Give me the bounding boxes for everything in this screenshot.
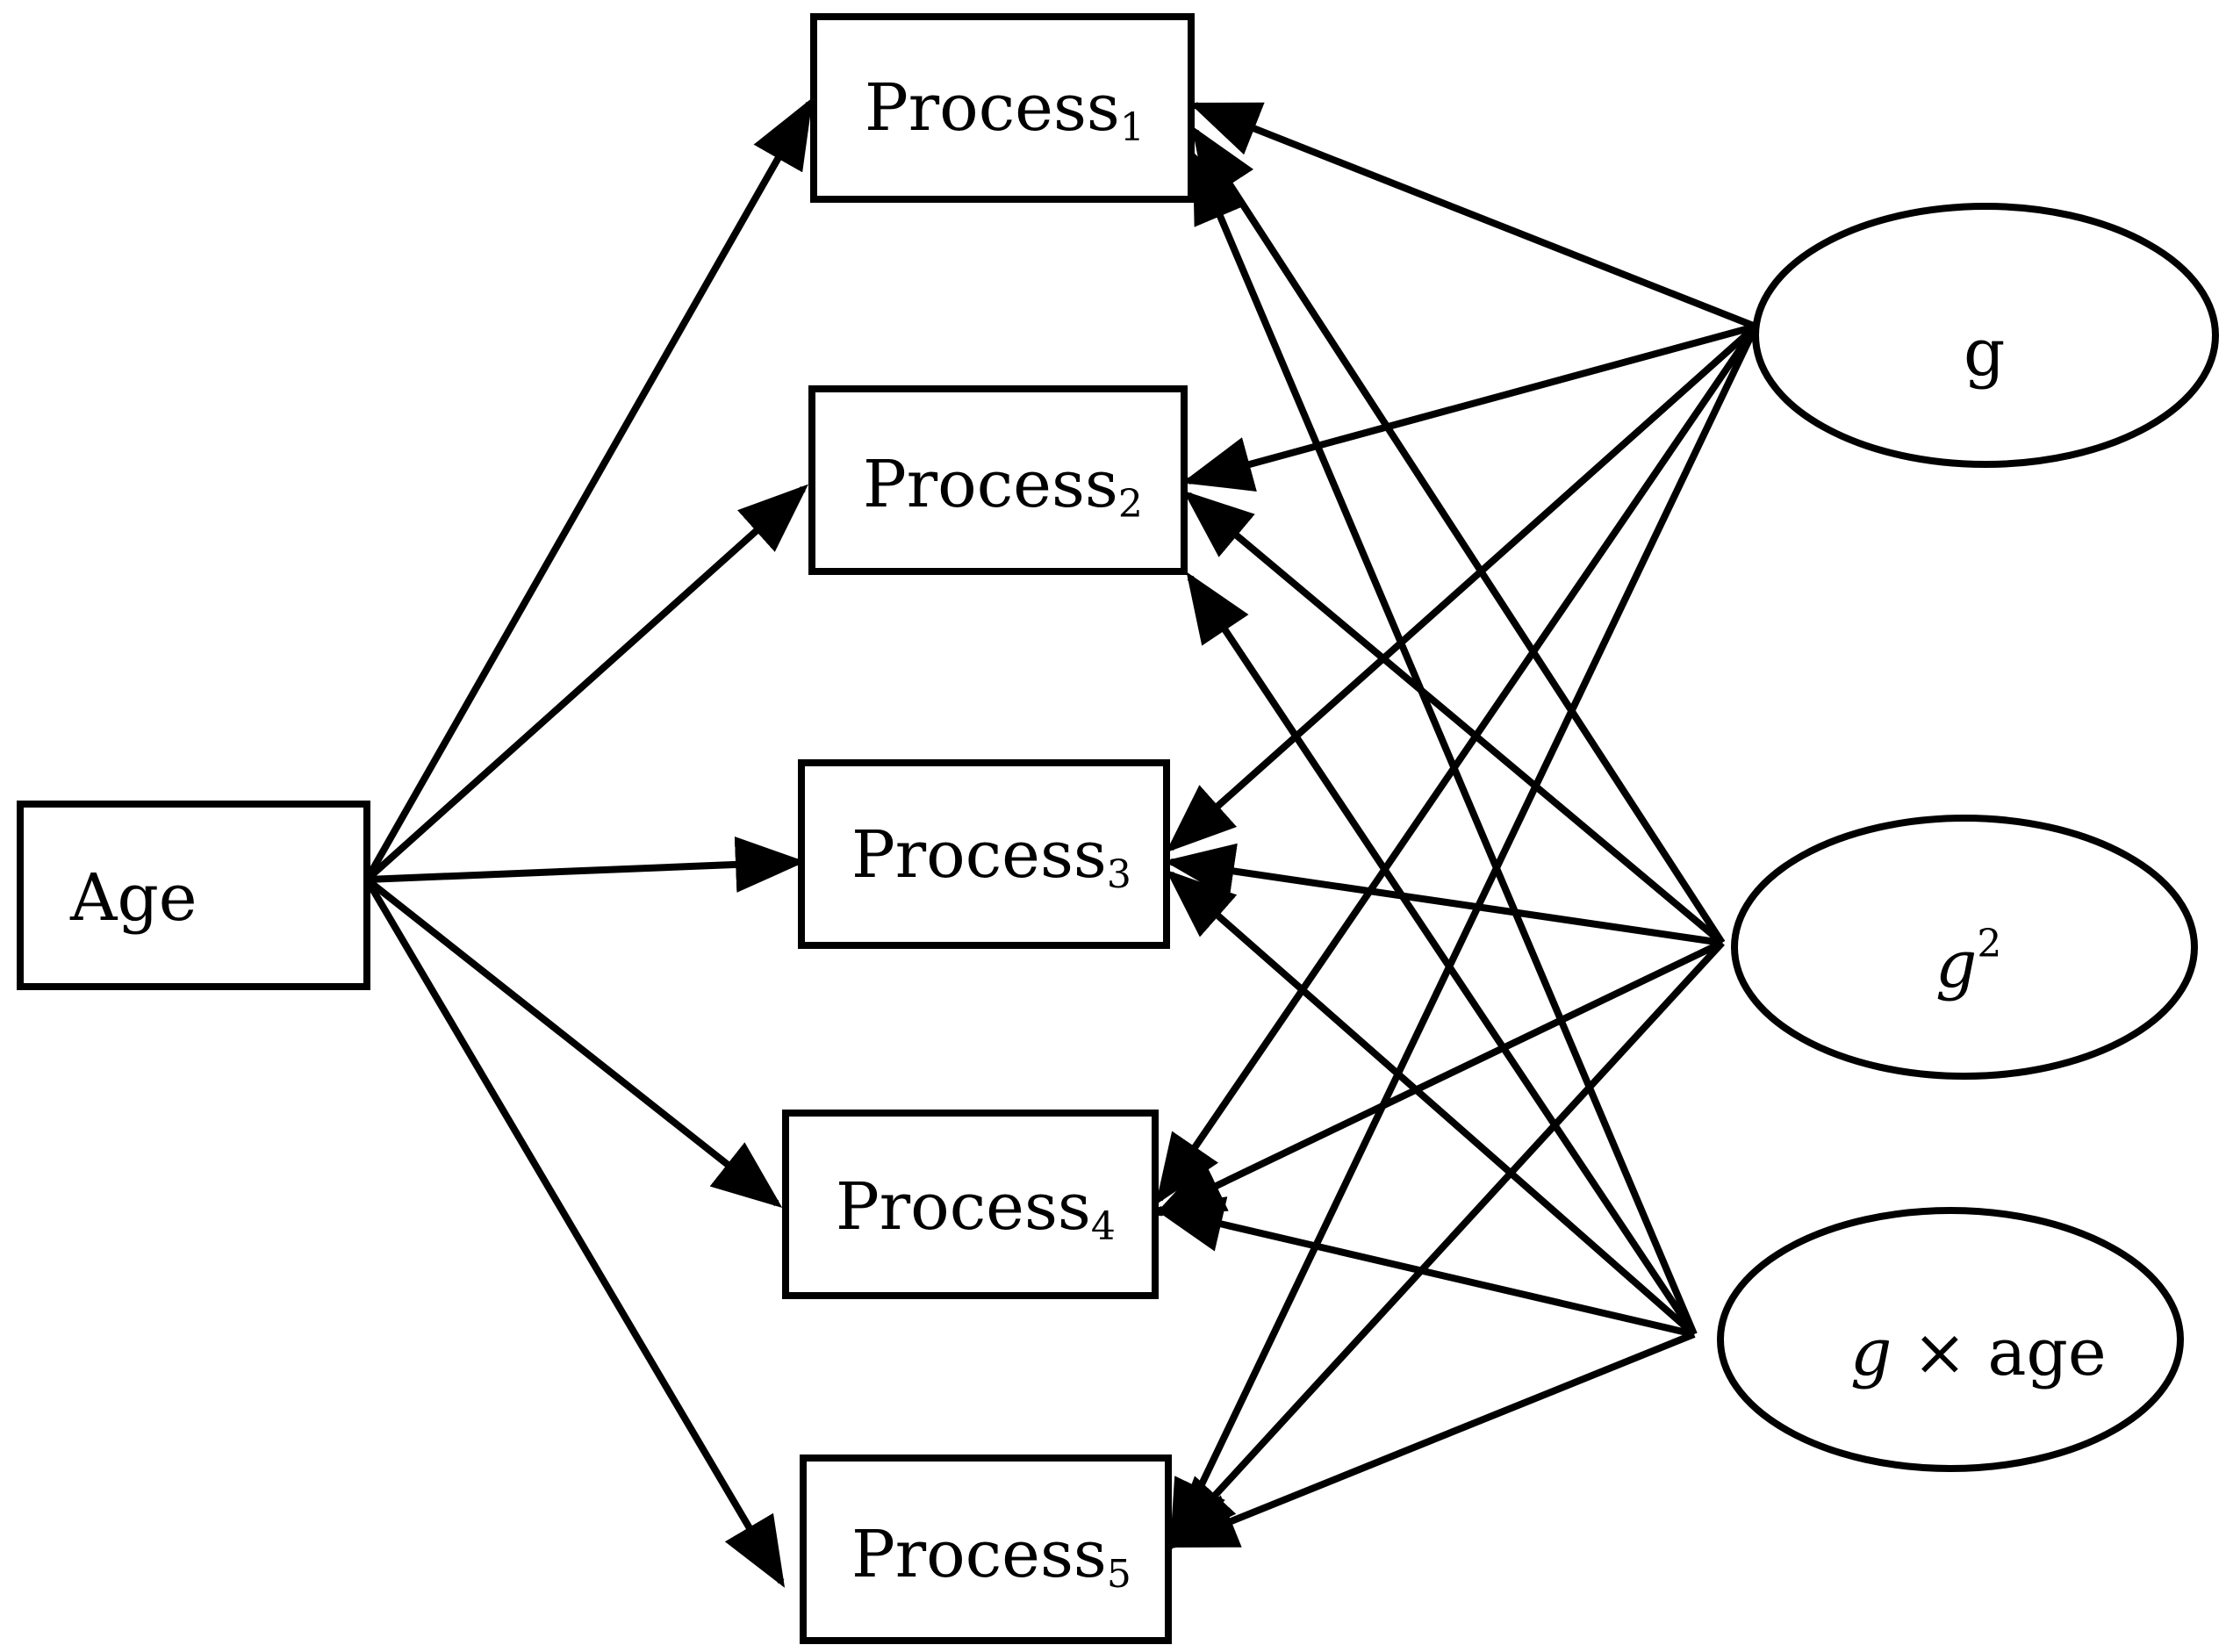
edge-age-to-process4: [364, 876, 783, 1208]
node-process2[interactable]: Process2: [808, 385, 1188, 575]
edge-g2-to-process1: [1191, 126, 1726, 945]
node-process5-label: Process: [851, 1517, 1107, 1592]
node-process1-subscript: 1: [1120, 105, 1145, 150]
edge-gxage-to-process3: [1165, 869, 1697, 1338]
svg-text:Process5: Process5: [851, 1517, 1131, 1597]
edge-g2-to-process4: [1152, 939, 1724, 1217]
edge-gxage-to-process4: [1152, 1196, 1695, 1338]
node-g2-label: g: [1935, 927, 1977, 1002]
node-process5[interactable]: Process5: [800, 1454, 1172, 1644]
svg-text:Process3: Process3: [851, 817, 1131, 897]
node-process4-subscript: 4: [1091, 1204, 1116, 1249]
node-process1-label: Process: [865, 70, 1120, 146]
edge-g-to-process5: [1169, 325, 1759, 1552]
node-process4[interactable]: Process4: [782, 1110, 1159, 1299]
edge-g-to-process2: [1181, 323, 1757, 492]
edge-g2-to-process3: [1164, 843, 1723, 946]
node-g2-superscript: 2: [1977, 922, 2001, 966]
edge-gxage-to-process5: [1166, 1331, 1696, 1548]
edge-age-to-process5: [363, 877, 786, 1588]
node-gxage-label-rest: × age: [1892, 1315, 2106, 1390]
node-process3[interactable]: Process3: [798, 759, 1170, 949]
edges-layer: [363, 97, 1759, 1588]
svg-text:Process1: Process1: [865, 70, 1145, 150]
node-age[interactable]: Age: [17, 801, 370, 990]
edge-g2-to-process2: [1182, 490, 1725, 946]
edge-g-to-process4: [1155, 324, 1759, 1205]
svg-text:Process2: Process2: [863, 447, 1143, 527]
edge-age-to-process1: [363, 97, 813, 881]
node-gxage-label-italic: g: [1850, 1315, 1892, 1390]
node-process3-subscript: 3: [1107, 852, 1131, 897]
edge-gxage-to-process2: [1186, 571, 1698, 1337]
node-g-label: g: [1964, 315, 2005, 391]
node-process1[interactable]: Process1: [810, 13, 1195, 203]
edge-age-to-process2: [364, 484, 808, 882]
edge-age-to-process3: [366, 836, 806, 893]
node-process3-label: Process: [851, 817, 1107, 893]
edge-gxage-to-process1: [1192, 151, 1698, 1336]
node-g2[interactable]: g2: [1731, 815, 2198, 1080]
svg-text:Process4: Process4: [836, 1169, 1116, 1249]
node-g[interactable]: g: [1752, 203, 2219, 468]
node-process4-label: Process: [836, 1169, 1091, 1245]
svg-text:g × age: g × age: [1850, 1315, 2107, 1390]
edge-g-to-process1: [1188, 102, 1757, 330]
node-process2-subscript: 2: [1118, 482, 1143, 527]
edge-g2-to-process5: [1167, 940, 1725, 1547]
node-process5-subscript: 5: [1107, 1552, 1131, 1597]
node-process2-label: Process: [863, 447, 1118, 522]
node-age-label: Age: [69, 860, 197, 936]
svg-text:g2: g2: [1935, 922, 2001, 1002]
node-gxage[interactable]: g × age: [1717, 1207, 2184, 1472]
edge-g-to-process3: [1166, 324, 1758, 853]
